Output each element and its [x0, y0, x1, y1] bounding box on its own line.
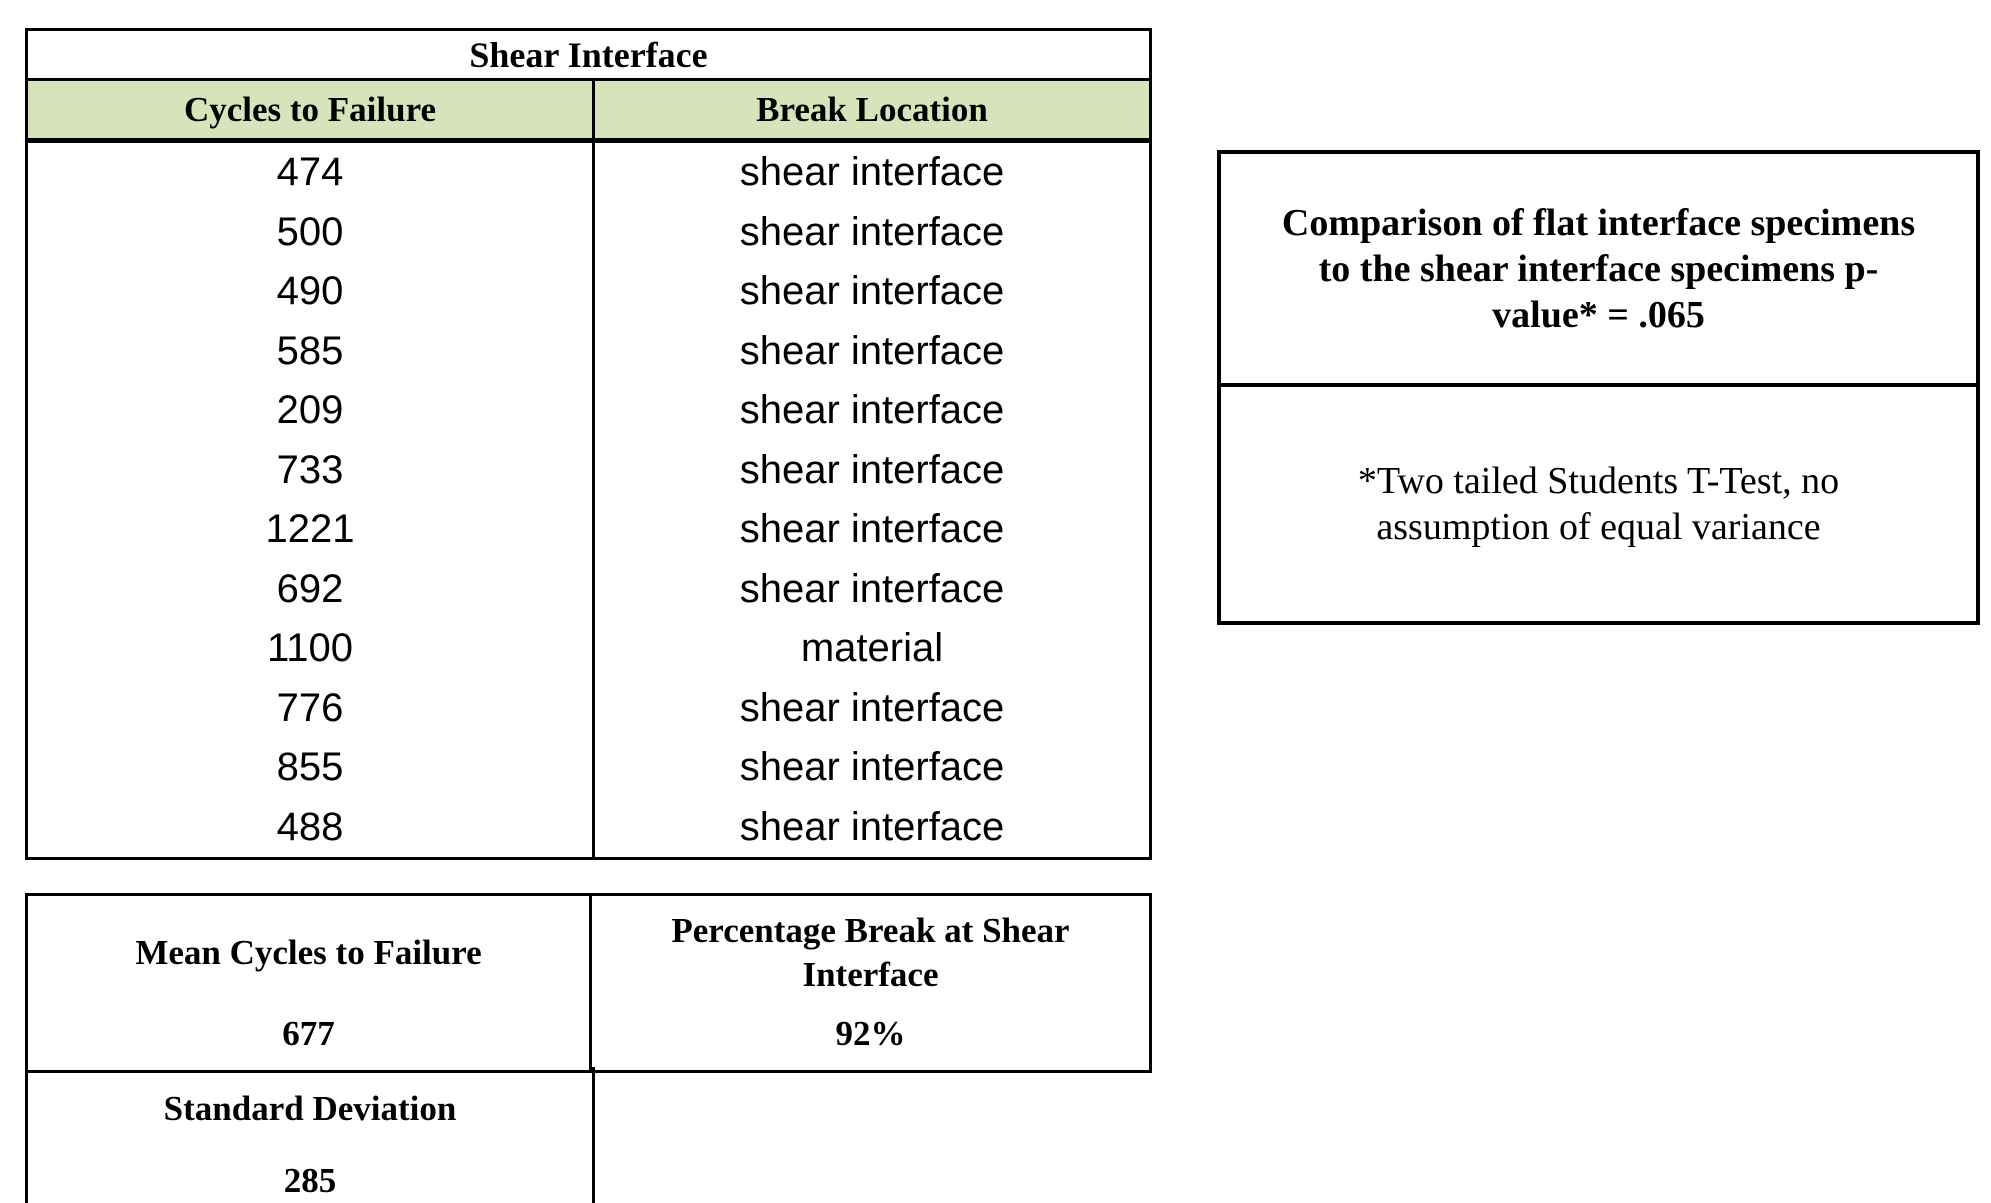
- table-row: 500 shear interface: [28, 202, 1149, 262]
- percentage-break-value: 92%: [835, 1014, 906, 1053]
- stddev-value: 285: [283, 1161, 337, 1200]
- percentage-title-line: Percentage Break at Shear: [671, 911, 1070, 950]
- cycles-cell: 585: [28, 321, 595, 381]
- table-header-row: Cycles to Failure Break Location: [28, 81, 1149, 143]
- ttest-footnote: *Two tailed Students T-Test, no assumpti…: [1221, 387, 1976, 621]
- table-row: 1221 shear interface: [28, 500, 1149, 560]
- percentage-break-title: Percentage Break at Shear Interface: [671, 908, 1069, 998]
- table-row: 488 shear interface: [28, 797, 1149, 857]
- table-body: 474 shear interface 500 shear interface …: [28, 143, 1149, 857]
- stddev-title: Standard Deviation: [163, 1089, 457, 1128]
- mean-cycles-title: Mean Cycles to Failure: [135, 933, 482, 972]
- cycles-cell: 474: [28, 143, 595, 203]
- column-header-break-location: Break Location: [756, 89, 988, 129]
- location-cell: shear interface: [739, 447, 1005, 492]
- table-row: 776 shear interface: [28, 678, 1149, 738]
- table-title: Shear Interface: [28, 31, 1149, 81]
- percentage-title-line: Interface: [802, 955, 939, 994]
- cycles-cell: 500: [28, 202, 595, 262]
- percentage-break-cell: Percentage Break at Shear Interface 92%: [592, 896, 1149, 1070]
- location-cell: shear interface: [739, 209, 1005, 254]
- table-row: 855 shear interface: [28, 738, 1149, 798]
- table-row: 490 shear interface: [28, 262, 1149, 322]
- cycles-cell: 488: [28, 797, 595, 857]
- location-cell: material: [800, 626, 944, 671]
- cycles-cell: 209: [28, 381, 595, 441]
- table-row: 209 shear interface: [28, 381, 1149, 441]
- pvalue-line: Comparison of flat interface specimens: [1281, 201, 1916, 244]
- comparison-note-box: Comparison of flat interface specimens t…: [1217, 150, 1980, 625]
- cycles-cell: 1100: [28, 619, 595, 679]
- mean-cycles-value: 677: [282, 1014, 335, 1053]
- cycles-cell: 776: [28, 678, 595, 738]
- mean-cycles-cell: Mean Cycles to Failure 677: [28, 896, 592, 1070]
- cycles-cell: 692: [28, 559, 595, 619]
- footnote-line: assumption of equal variance: [1376, 506, 1821, 548]
- table-row: 733 shear interface: [28, 440, 1149, 500]
- location-cell: shear interface: [739, 507, 1005, 552]
- location-cell: shear interface: [739, 150, 1005, 195]
- location-cell: shear interface: [739, 269, 1005, 314]
- pvalue-statement: Comparison of flat interface specimens t…: [1221, 154, 1976, 387]
- shear-interface-table: Shear Interface Cycles to Failure Break …: [25, 28, 1152, 860]
- location-cell: shear interface: [739, 745, 1005, 790]
- location-cell: shear interface: [739, 328, 1005, 373]
- table-row: 692 shear interface: [28, 559, 1149, 619]
- cycles-cell: 1221: [28, 500, 595, 560]
- table-row: 585 shear interface: [28, 321, 1149, 381]
- column-header-cycles: Cycles to Failure: [28, 81, 595, 138]
- stddev-cell: Standard Deviation 285: [25, 1067, 595, 1203]
- location-cell: shear interface: [739, 685, 1005, 730]
- location-cell: shear interface: [739, 388, 1005, 433]
- cycles-cell: 733: [28, 440, 595, 500]
- footnote-line: *Two tailed Students T-Test, no: [1357, 460, 1840, 502]
- cycles-cell: 855: [28, 738, 595, 798]
- location-cell: shear interface: [739, 804, 1005, 849]
- table-row: 474 shear interface: [28, 143, 1149, 203]
- location-cell: shear interface: [739, 566, 1005, 611]
- table-row: 1100 material: [28, 619, 1149, 679]
- cycles-cell: 490: [28, 262, 595, 322]
- pvalue-line: value* = .065: [1492, 293, 1705, 336]
- summary-table: Mean Cycles to Failure 677 Percentage Br…: [25, 893, 1152, 1073]
- pvalue-line: to the shear interface specimens p-: [1318, 247, 1879, 290]
